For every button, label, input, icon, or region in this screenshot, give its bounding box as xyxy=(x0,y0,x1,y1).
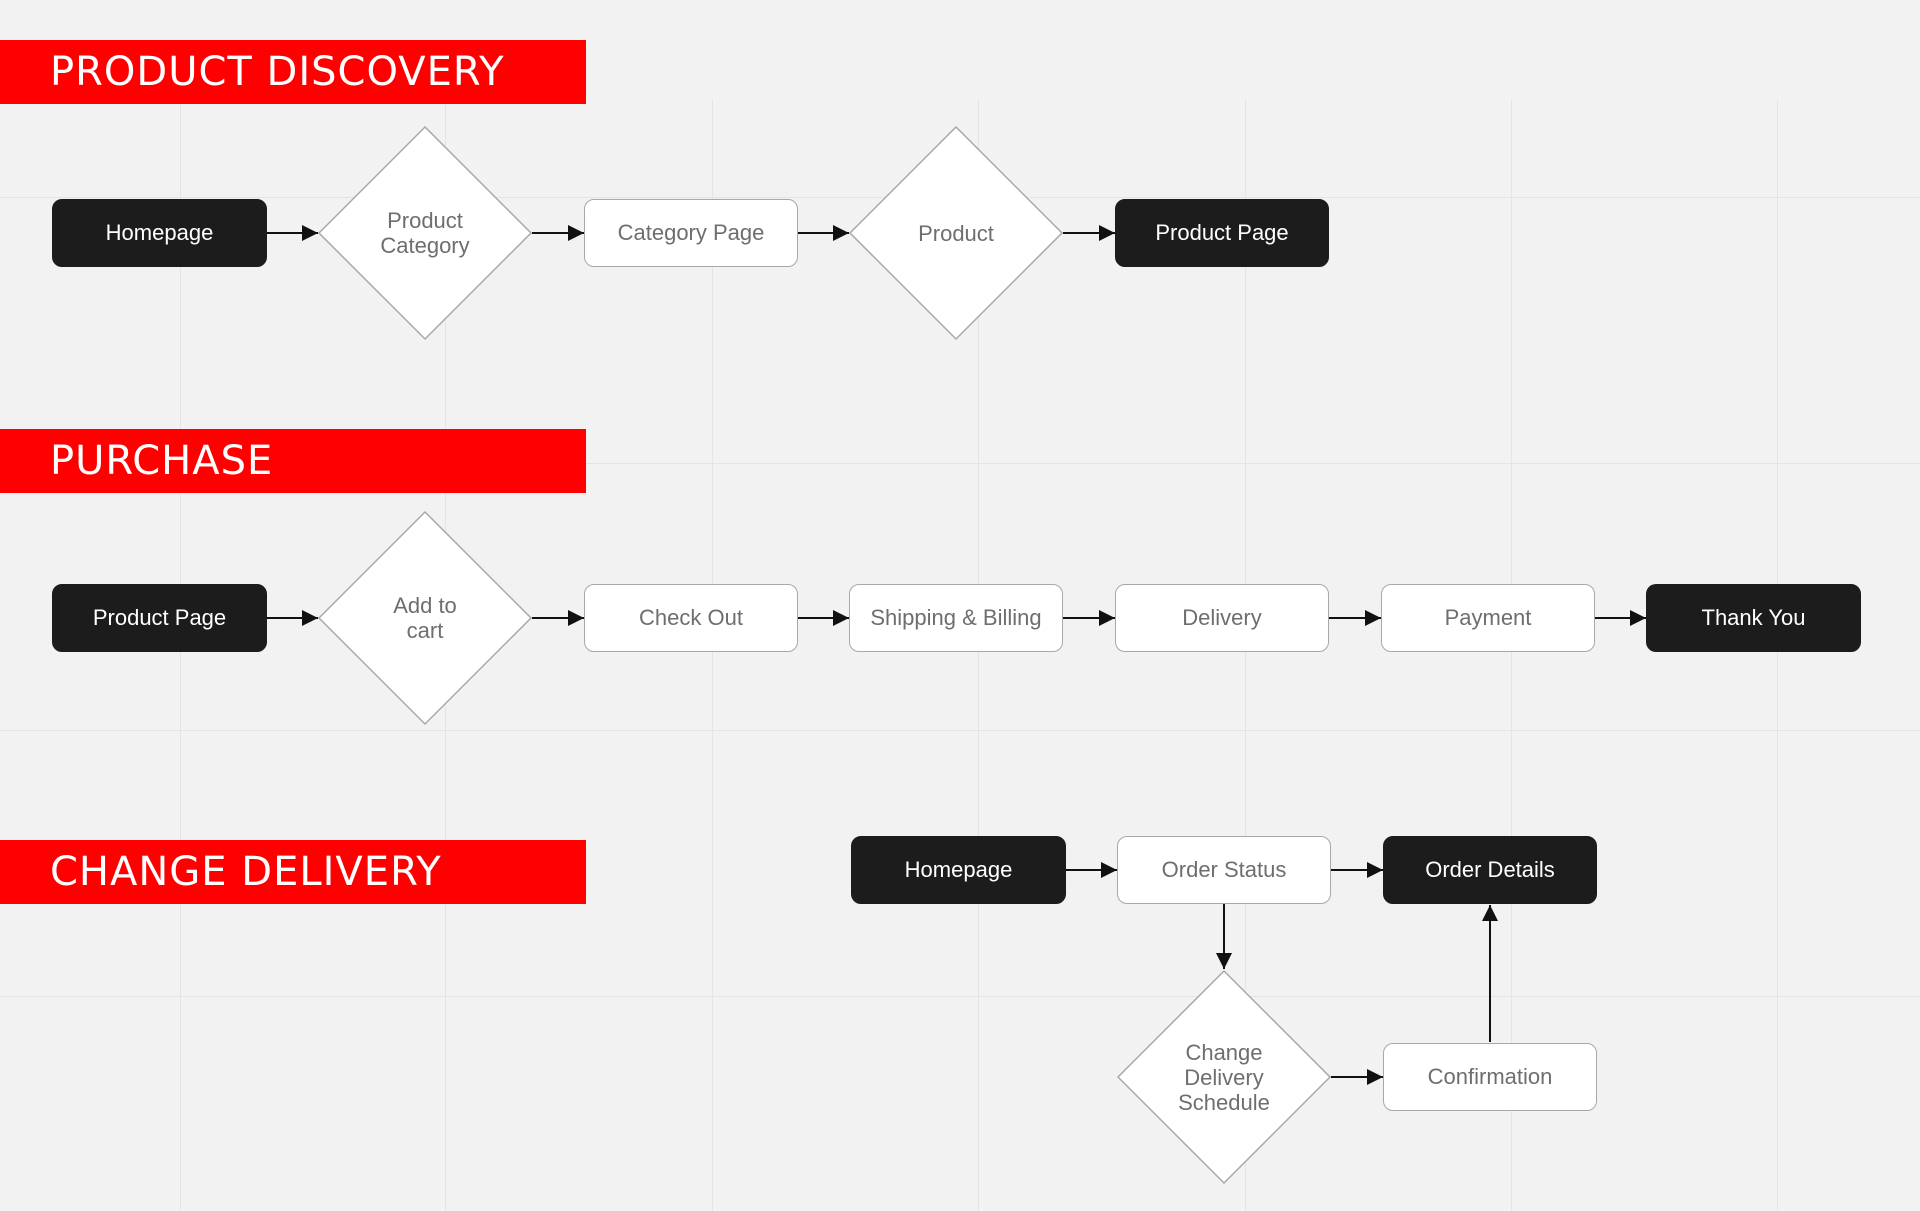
section-banner-product-discovery: PRODUCT DISCOVERY xyxy=(0,40,586,104)
grid-line xyxy=(0,463,1920,464)
node-label: Order Details xyxy=(1425,857,1555,882)
node-confirmation[interactable]: Confirmation xyxy=(1383,1043,1597,1111)
node-homepage[interactable]: Homepage xyxy=(851,836,1066,904)
decision-diamond-change-schedule xyxy=(1116,969,1332,1185)
diamond-label-product-category: Product Category xyxy=(380,208,470,258)
node-label: Product Page xyxy=(1155,220,1289,245)
grid-line xyxy=(1245,100,1246,1211)
decision-diamond-product xyxy=(848,125,1064,341)
diamond-label-change-delivery-schedule: Change Delivery Schedule xyxy=(1178,1039,1270,1115)
grid-line xyxy=(0,996,1920,997)
node-category-page[interactable]: Category Page xyxy=(584,199,798,267)
node-label: Thank You xyxy=(1701,605,1806,630)
grid-line xyxy=(180,100,181,1211)
node-thank-you[interactable]: Thank You xyxy=(1646,584,1861,652)
decision-diamond-product-category xyxy=(317,125,533,341)
node-label: Order Status xyxy=(1161,857,1287,882)
node-label: Homepage xyxy=(105,220,214,245)
section-title: PRODUCT DISCOVERY xyxy=(50,49,505,95)
diamond-label-add-to-cart: Add to cart xyxy=(393,593,457,643)
node-label: Check Out xyxy=(639,605,743,630)
node-shipping-billing[interactable]: Shipping & Billing xyxy=(849,584,1063,652)
grid-line xyxy=(978,100,979,1211)
node-label: Delivery xyxy=(1182,605,1262,630)
node-product-page[interactable]: Product Page xyxy=(1115,199,1329,267)
section-banner-change-delivery: CHANGE DELIVERY xyxy=(0,840,586,904)
node-homepage[interactable]: Homepage xyxy=(52,199,267,267)
node-payment[interactable]: Payment xyxy=(1381,584,1595,652)
node-label: Shipping & Billing xyxy=(870,605,1042,630)
node-label: Category Page xyxy=(617,220,765,245)
section-banner-purchase: PURCHASE xyxy=(0,429,586,493)
node-check-out[interactable]: Check Out xyxy=(584,584,798,652)
section-title: PURCHASE xyxy=(50,438,274,484)
node-product-page[interactable]: Product Page xyxy=(52,584,267,652)
grid-line xyxy=(0,730,1920,731)
node-label: Homepage xyxy=(904,857,1013,882)
node-order-details[interactable]: Order Details xyxy=(1383,836,1597,904)
grid-line xyxy=(1511,100,1512,1211)
grid-line xyxy=(1777,100,1778,1211)
grid-line xyxy=(712,100,713,1211)
node-label: Confirmation xyxy=(1427,1064,1553,1089)
node-delivery[interactable]: Delivery xyxy=(1115,584,1329,652)
node-label: Payment xyxy=(1444,605,1532,630)
node-label: Product Page xyxy=(92,605,227,630)
decision-diamond-add-to-cart xyxy=(317,510,533,726)
node-order-status[interactable]: Order Status xyxy=(1117,836,1331,904)
section-title: CHANGE DELIVERY xyxy=(50,849,442,895)
diamond-label-product: Product xyxy=(918,220,994,246)
